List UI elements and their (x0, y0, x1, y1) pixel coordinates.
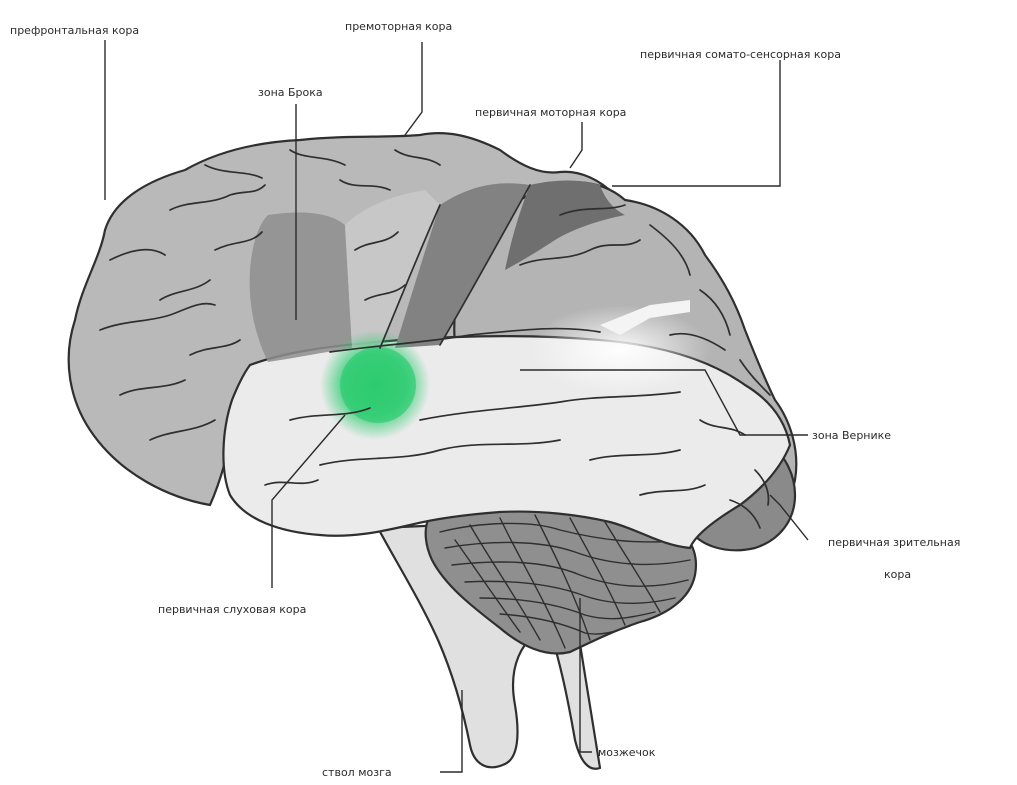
label-prefrontal: префронтальная кора (10, 24, 139, 37)
label-cerebellum: мозжечок (598, 746, 656, 759)
label-auditory: первичная слуховая кора (158, 603, 306, 616)
leader-brainstem (440, 690, 462, 772)
label-motor: первичная моторная кора (475, 106, 626, 119)
label-brainstem: ствол мозга (322, 766, 392, 779)
label-somatosensory: первичная сомато-сенсорная кора (640, 48, 841, 61)
label-broca: зона Брока (258, 86, 323, 99)
label-visual-line1: первичная зрительная (828, 536, 960, 549)
label-wernicke: зона Вернике (812, 429, 891, 442)
leader-premotor (405, 42, 422, 135)
leader-motor (570, 122, 582, 168)
label-visual-line2: кора (884, 568, 911, 581)
broca-area (250, 212, 352, 362)
label-premotor: премоторная кора (345, 20, 452, 33)
leader-somatosensory (612, 60, 780, 186)
